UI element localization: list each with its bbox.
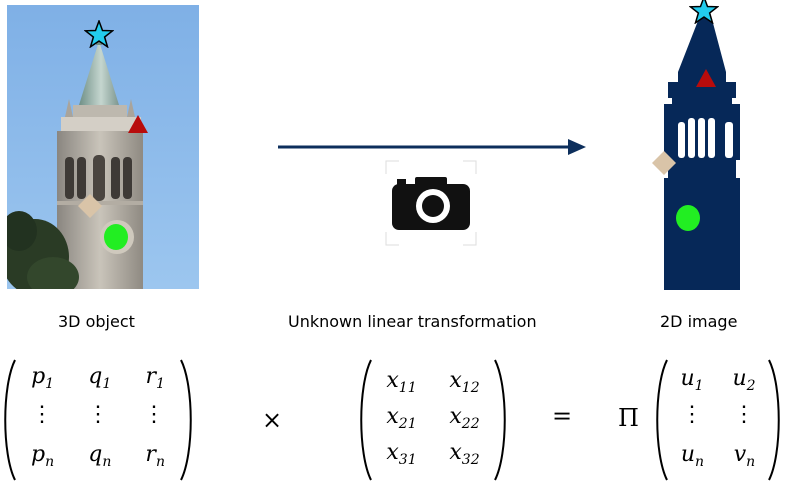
matrix-cell: u1 (680, 366, 704, 394)
triangle-marker (695, 68, 717, 93)
matrix-body: p1 q1 r1 ⋮ ⋮ ⋮ pn qn rn (14, 358, 182, 486)
matrix-row: x31 x32 (370, 440, 496, 468)
matrix-row: un vn (666, 442, 770, 470)
camera-icon (385, 160, 477, 251)
star-marker (688, 0, 720, 29)
caption-transformation: Unknown linear transformation (288, 312, 537, 331)
star-marker (83, 18, 115, 53)
tower-photo (1, 5, 199, 297)
caption-2d-image: 2D image (660, 312, 738, 331)
matrix-cell: x21 (386, 404, 417, 432)
matrix-cell: qn (88, 442, 112, 470)
circle-marker (103, 223, 129, 256)
triangle-marker (127, 114, 149, 139)
matrix-cell: ⋮ (733, 402, 755, 427)
matrix-body: u1 u2 ⋮ ⋮ un vn (666, 358, 770, 486)
matrix-row: pn qn rn (14, 442, 182, 470)
matrix-cell: r1 (145, 364, 165, 392)
matrix-row: ⋮ ⋮ ⋮ (14, 402, 182, 427)
matrix-cell: pn (31, 442, 55, 470)
matrix-row: ⋮ ⋮ (666, 402, 770, 427)
equals-operator: = (552, 402, 573, 430)
matrix-transformation: x11 x12 x21 x22 x31 x32 (356, 358, 510, 486)
matrix-image-coordinates: u1 u2 ⋮ ⋮ un vn (652, 358, 784, 486)
matrix-cell: x11 (386, 368, 417, 396)
matrix-body: x11 x12 x21 x22 x31 x32 (370, 358, 496, 486)
matrix-row: u1 u2 (666, 366, 770, 394)
matrix-cell: vn (733, 442, 756, 470)
matrix-row: x21 x22 (370, 404, 496, 432)
left-paren (4, 359, 16, 481)
matrix-cell: un (680, 442, 705, 470)
matrix-cell: ⋮ (87, 402, 109, 427)
circle-marker (675, 204, 701, 237)
matrix-cell: ⋮ (143, 402, 165, 427)
right-paren (180, 359, 192, 481)
matrix-cell: x22 (449, 404, 480, 432)
right-paren (494, 359, 506, 481)
diamond-marker (651, 150, 677, 181)
left-paren (656, 359, 668, 481)
times-operator: × (262, 406, 283, 434)
arrow-right-icon (278, 136, 588, 163)
diamond-marker (77, 193, 103, 224)
caption-3d-object: 3D object (58, 312, 135, 331)
matrix-row: x11 x12 (370, 368, 496, 396)
matrix-cell: u2 (732, 366, 756, 394)
right-paren (768, 359, 780, 481)
matrix-cell: x31 (386, 440, 417, 468)
matrix-row: p1 q1 r1 (14, 364, 182, 392)
matrix-cell: x32 (449, 440, 480, 468)
projection-operator: Π (618, 404, 639, 432)
matrix-points-3d: p1 q1 r1 ⋮ ⋮ ⋮ pn qn rn (0, 358, 196, 486)
matrix-cell: ⋮ (681, 402, 703, 427)
matrix-cell: x12 (449, 368, 480, 396)
matrix-cell: q1 (88, 364, 112, 392)
matrix-cell: p1 (31, 364, 55, 392)
tower-silhouette (652, 0, 762, 295)
left-paren (360, 359, 372, 481)
matrix-cell: ⋮ (31, 402, 53, 427)
matrix-cell: rn (145, 442, 165, 470)
